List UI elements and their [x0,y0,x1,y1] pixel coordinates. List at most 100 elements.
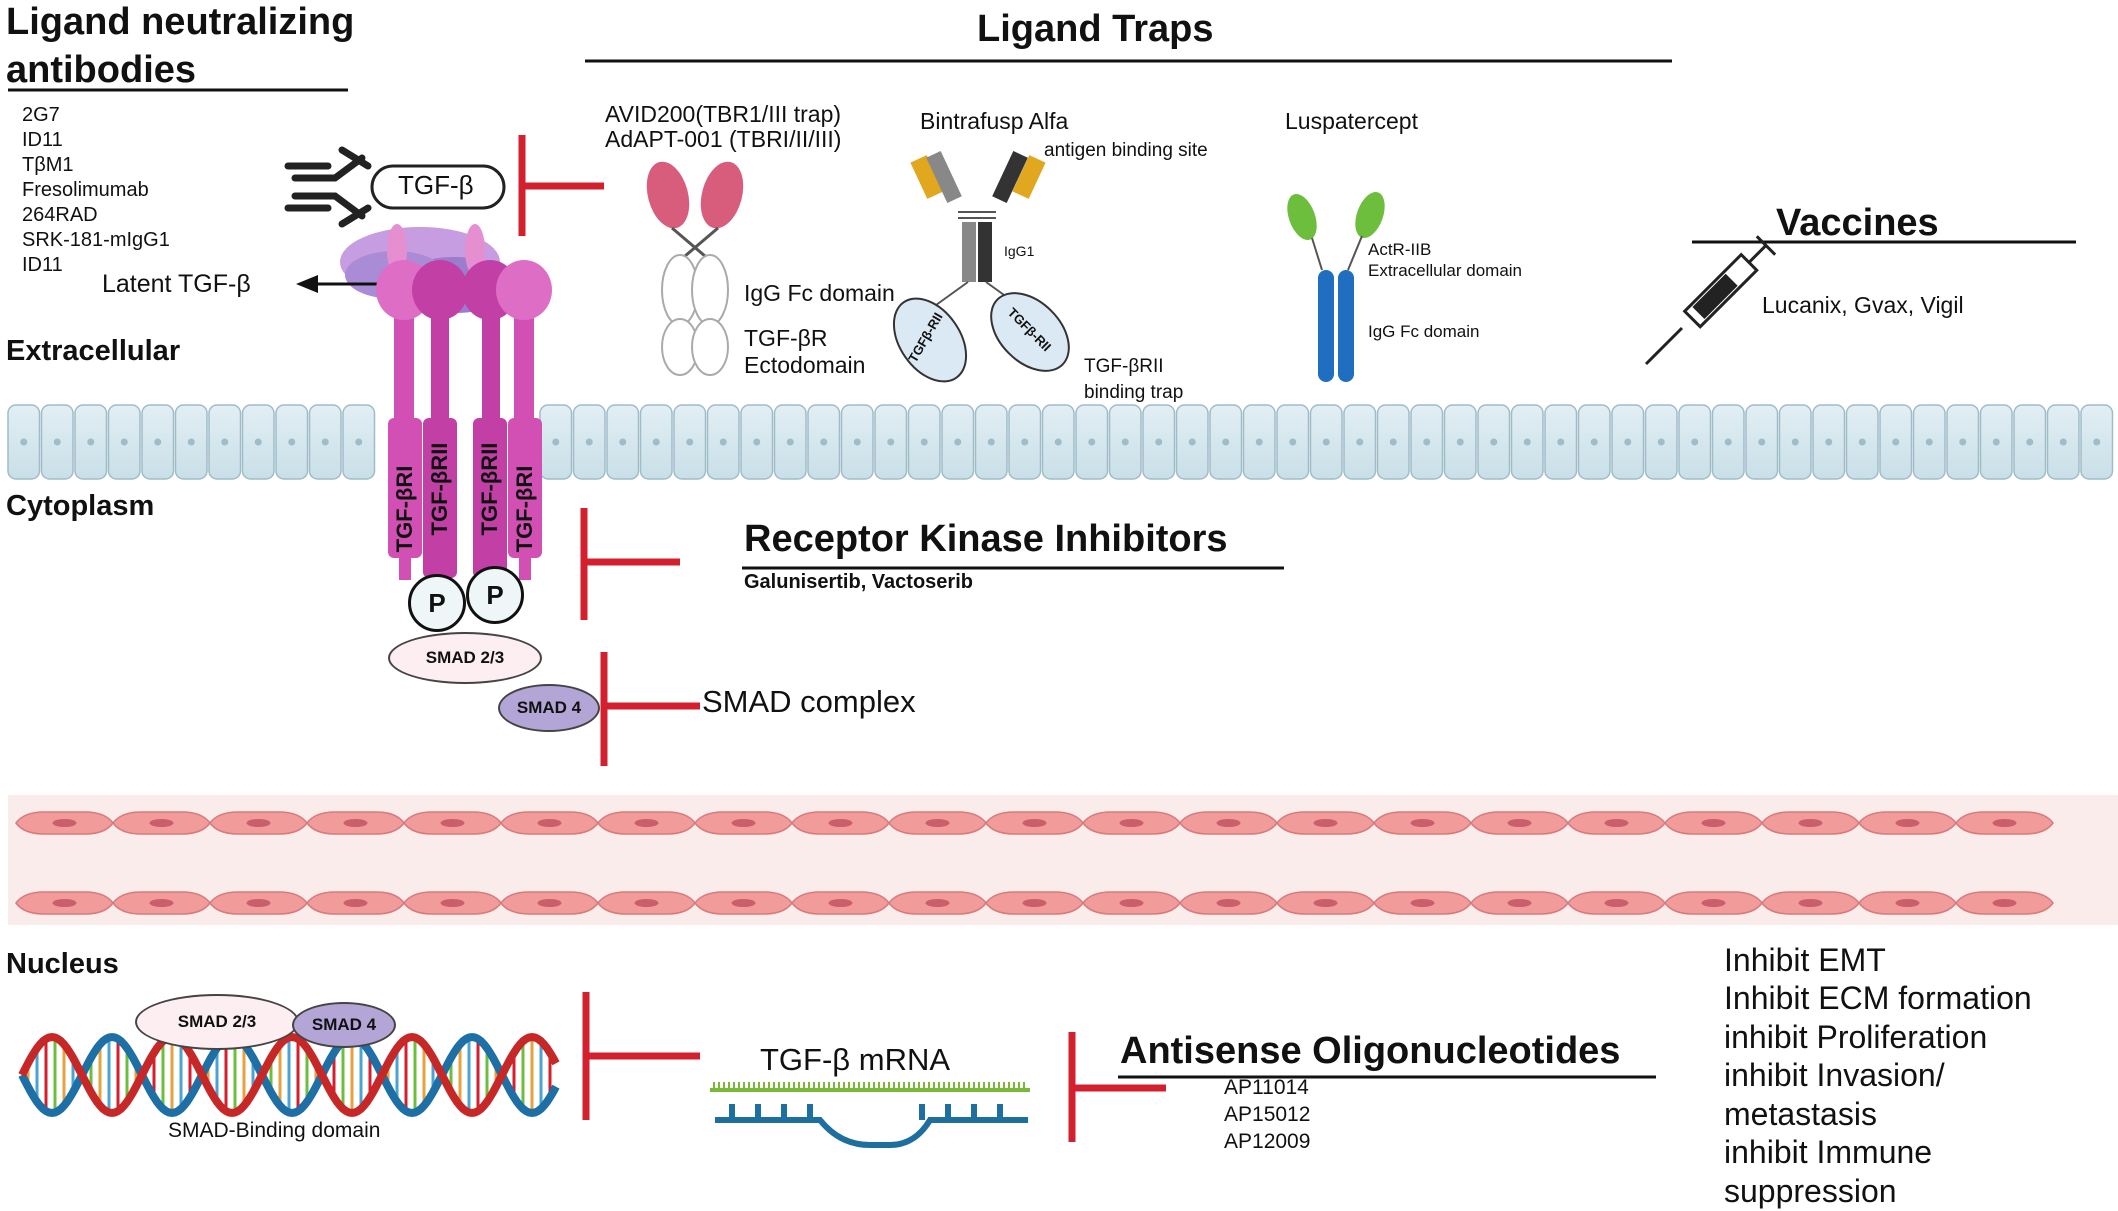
endothelial-nucleus [1410,819,1435,827]
effect-item: suppression [1724,1173,1897,1209]
membrane-cell-dot [1155,438,1163,446]
endothelial-nucleus [1507,819,1532,827]
membrane-cell-dot [1825,438,1833,446]
smad4-nucleus: SMAD 4 [292,1002,396,1048]
membrane-cell-dot [920,438,928,446]
endothelial-nucleus [1022,819,1047,827]
avid-line1: AVID200(TBR1/III trap) [605,101,842,127]
endothelial-nucleus [1798,899,1823,907]
smad23-cyto: SMAD 2/3 [388,632,542,684]
membrane-cell-dot [1657,438,1665,446]
inhibitor-bars [518,135,1166,1142]
endothelial-nucleus [149,899,174,907]
endothelial-nucleus [731,819,756,827]
antibody-item: SRK-181-mIgG1 [22,229,170,251]
nucleus-label: Nucleus [6,948,119,980]
membrane-cell-dot [254,438,262,446]
membrane-cell-dot [719,438,727,446]
endothelial-nucleus [634,819,659,827]
antibody-item: 264RAD [22,204,98,226]
ecto-line2: Ectodomain [744,352,866,378]
endothelial-nucleus [1701,819,1726,827]
membrane-cell-dot [288,438,296,446]
smad23-nucleus: SMAD 2/3 [135,994,299,1050]
membrane-cell-dot [1289,438,1297,446]
smad-complex-label: SMAD complex [702,684,916,719]
kinase-title: Receptor Kinase Inhibitors [744,518,1228,560]
membrane-cell-dot [1523,438,1531,446]
endothelial-nucleus [1410,899,1435,907]
membrane-cell-dot [221,438,229,446]
effect-item: inhibit Proliferation [1724,1019,1988,1055]
actr-line2: Extracellular domain [1368,261,1523,280]
mrna-label: TGF-β mRNA [760,1042,951,1077]
antibody-item: TβM1 [22,154,74,176]
phospho-circle: P [408,574,466,632]
mrna-icon [710,1082,1030,1148]
membrane-cell-dot [355,438,363,446]
endothelial-nucleus [1119,899,1144,907]
endothelial-nucleus [149,819,174,827]
endothelial-nucleus [1992,819,2017,827]
antisense-item: AP12009 [1224,1130,1311,1153]
bintrafusp-icon [892,150,1070,383]
antisense-title: Antisense Oligonucleotides [1120,1030,1621,1072]
antibody-icon [284,146,372,228]
endothelial-nucleus [1022,899,1047,907]
latent-tgf-label: Latent TGF-β [102,270,251,298]
latent-arrowhead [296,275,318,293]
igg-fc-label: IgG Fc domain [744,280,895,306]
smad4-cyto: SMAD 4 [498,684,600,732]
antibody-item: Fresolimumab [22,179,149,201]
endothelial-nucleus [1798,819,1823,827]
smad-binding-label: SMAD-Binding domain [168,1119,381,1142]
endothelial-nucleus [246,899,271,907]
membrane-cell-dot [887,438,895,446]
membrane-cell-dot [686,438,694,446]
membrane-cell-dot [853,438,861,446]
dna-helix [18,1032,560,1118]
syringe-icon [1644,235,1777,366]
membrane-cell-dot [987,438,995,446]
receptor-label: TGF-βRI [392,465,417,553]
endothelial-nucleus [537,819,562,827]
membrane-cell-dot [1121,438,1129,446]
bintrafusp-label: Bintrafusp Alfa [920,108,1069,134]
membrane-cell-dot [1858,438,1866,446]
receptor-label: TGF-βRI [512,465,537,553]
membrane-cell-dot [1054,438,1062,446]
membrane-cell-dot [53,438,61,446]
membrane-cell-dot [321,438,329,446]
antibodies-title-line2: antibodies [6,49,197,91]
antibody-item: ID11 [22,129,63,151]
membrane-cell-dot [1557,438,1565,446]
membrane-cell-dot [820,438,828,446]
membrane-cell-dot [1992,438,2000,446]
endothelial-nucleus [1313,899,1338,907]
antisense-item: AP15012 [1224,1103,1311,1126]
membrane-cell-dot [585,438,593,446]
tgf-beta-pill [370,164,506,210]
membrane-cell-dot [1959,438,1967,446]
membrane-cell-dot [120,438,128,446]
tgf-beta-label: TGF-β [398,170,474,200]
endothelial-nucleus [1119,819,1144,827]
endothelial-nucleus [925,819,950,827]
endothelial-nucleus [828,899,853,907]
vaccines-items: Lucanix, Gvax, Vigil [1762,292,1964,318]
membrane-cell-dot [1724,438,1732,446]
luspatercept-label: Luspatercept [1285,108,1418,134]
effect-item: Inhibit EMT [1724,942,1886,978]
membrane-cell-dot [1925,438,1933,446]
membrane-cell-dot [1423,438,1431,446]
endothelial-nucleus [343,899,368,907]
endothelial-nucleus [537,899,562,907]
avid-line2: AdAPT-001 (TBRI/II/III) [605,126,842,152]
phospho-circle: P [466,566,524,624]
trap-line1: TGF-βRII [1084,356,1164,377]
endothelial-nucleus [828,819,853,827]
ecto-line1: TGF-βR [744,325,828,351]
antigen-site-label: antigen binding site [1044,140,1208,161]
effect-item: inhibit Invasion/ [1724,1057,1945,1093]
antibodies-title-line1: Ligand neutralizing [6,1,355,43]
